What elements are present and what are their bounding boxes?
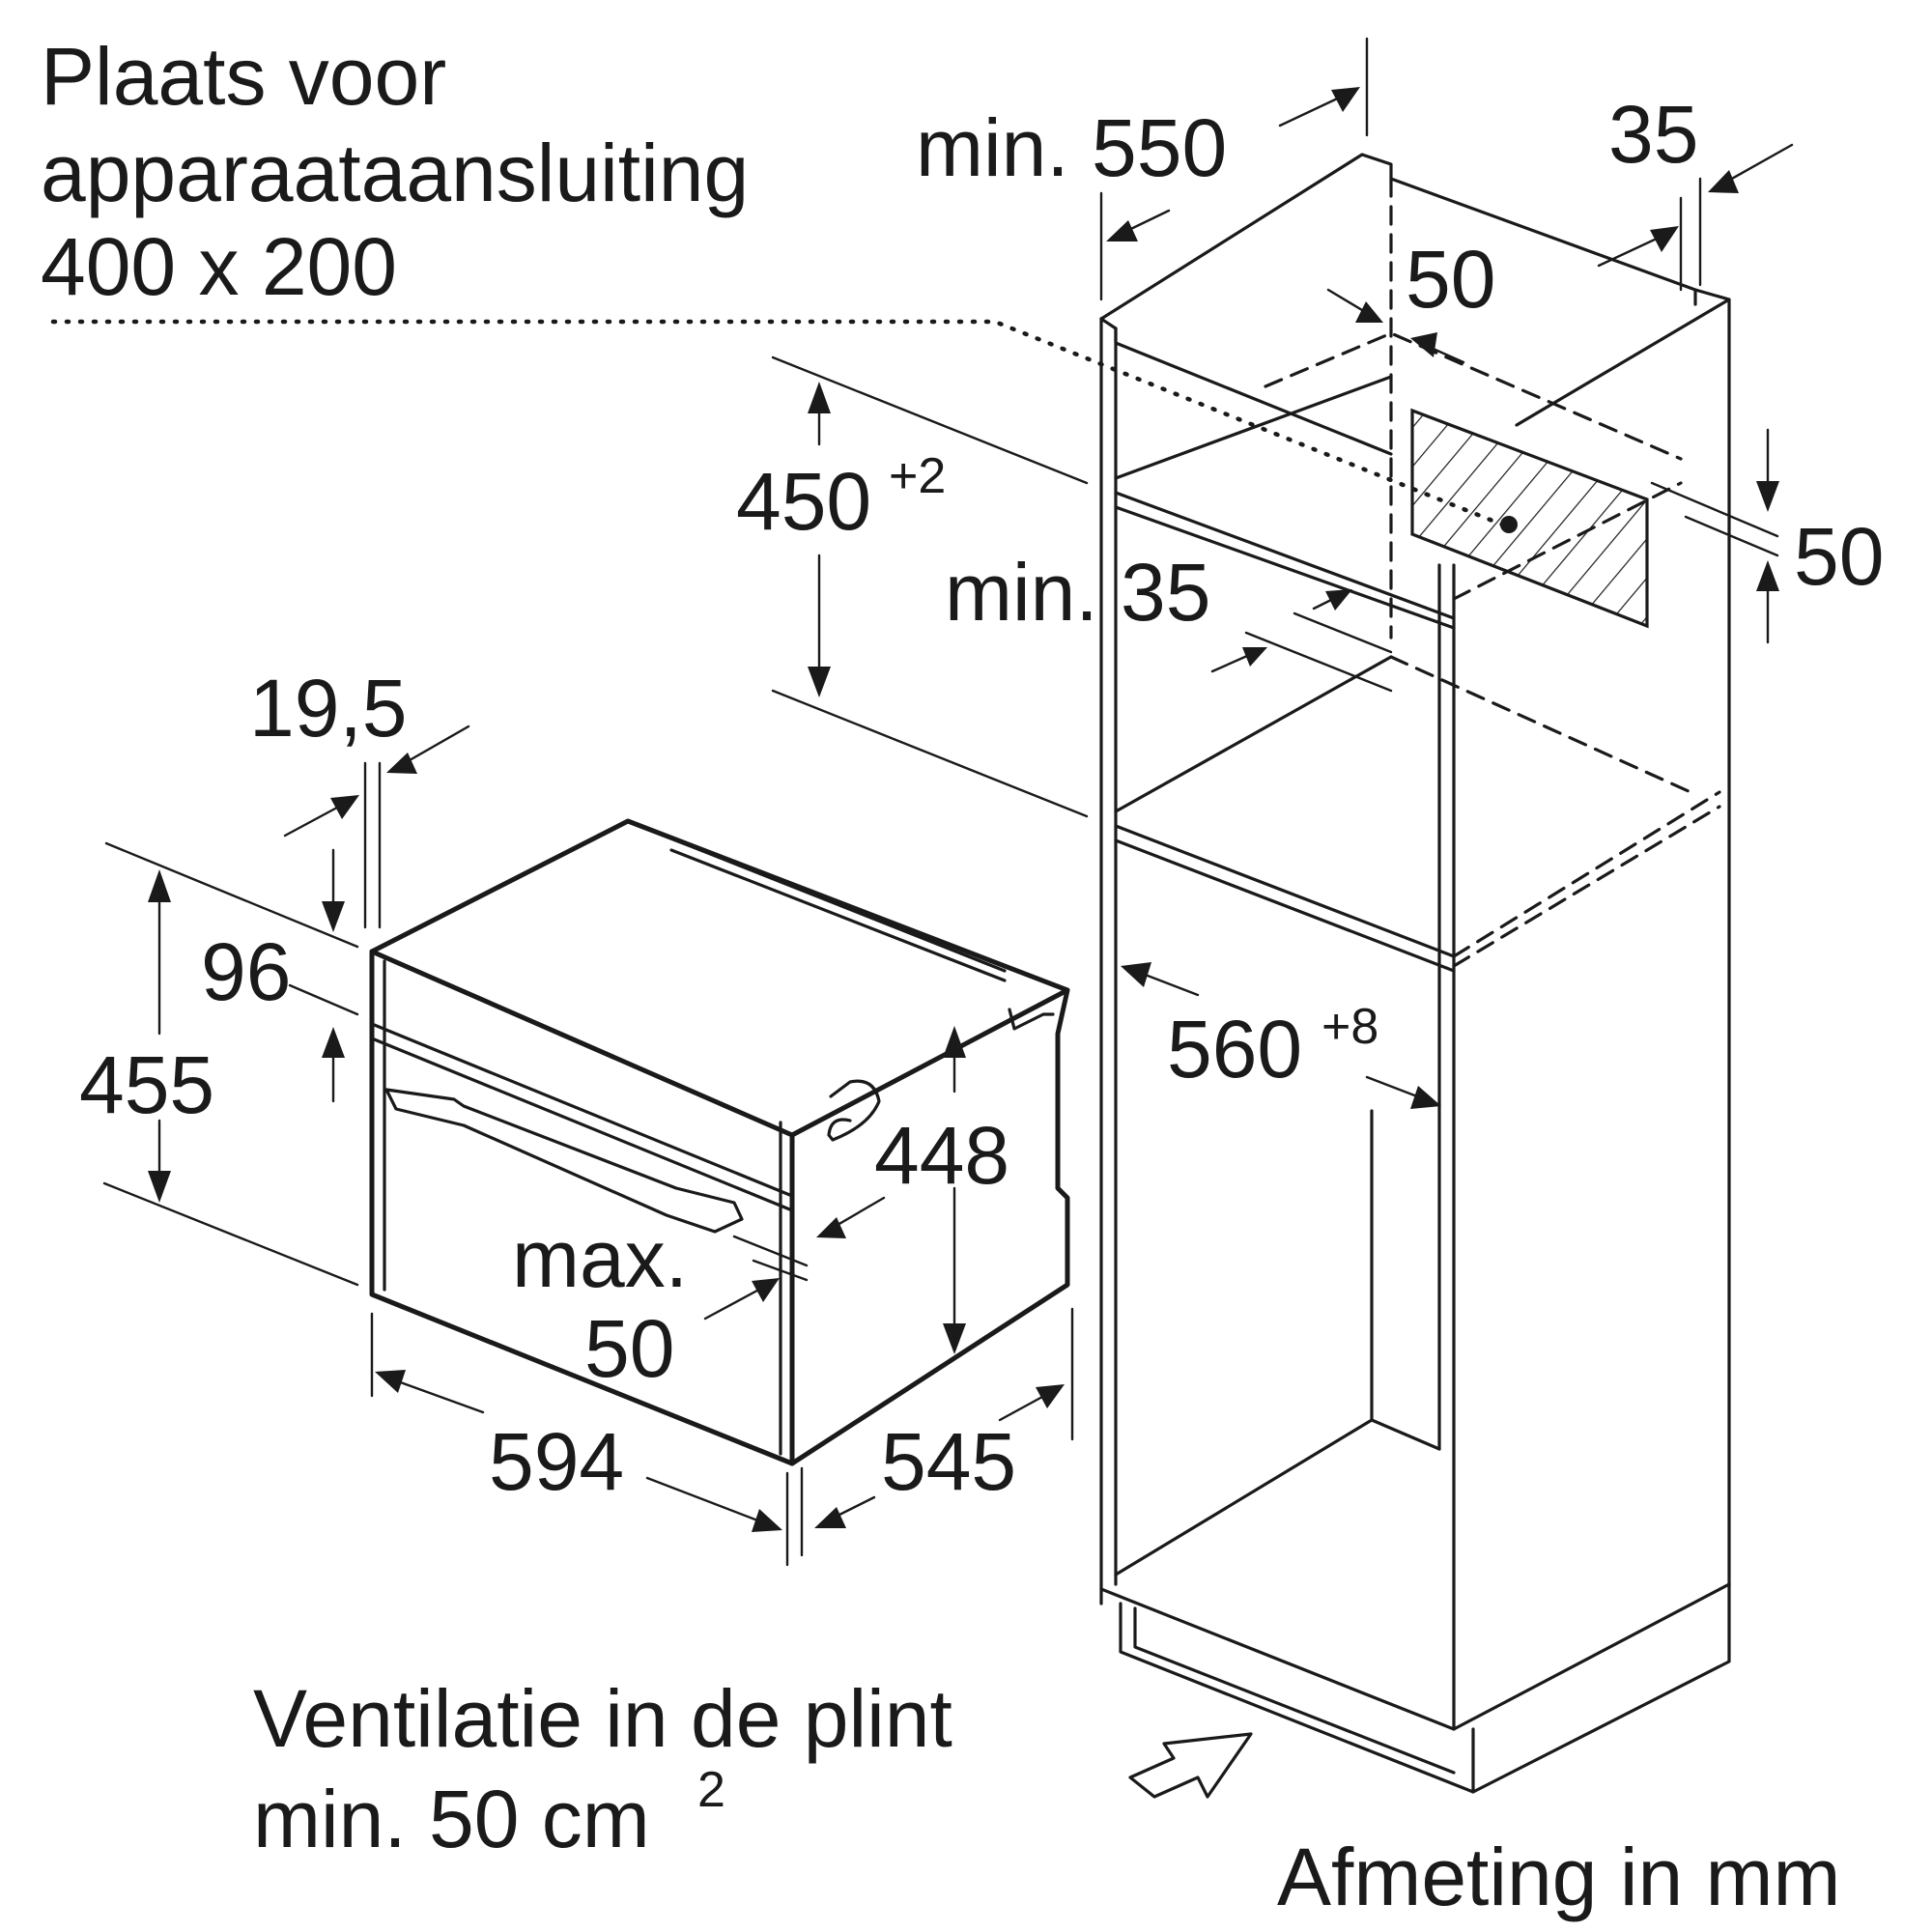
connection-leader (50, 319, 1510, 529)
oven-appliance (369, 818, 1070, 1466)
dim-min-35: min. 35 (945, 547, 1210, 638)
dim-96: 96 (201, 926, 291, 1017)
connection-label-line2: apparaataansluiting (41, 128, 749, 218)
labels: Plaats voor apparaataansluiting 400 x 20… (41, 31, 1884, 1922)
tall-cabinet (1099, 153, 1731, 1794)
dim-450: 450 (736, 456, 871, 547)
plinth (1119, 1602, 1475, 1794)
cabinet-top-right-outline (1099, 153, 1731, 1586)
dim-560: 560 (1167, 1004, 1302, 1094)
ventilation-arrow (1128, 1732, 1253, 1799)
dim-545: 545 (881, 1416, 1016, 1507)
dimension-lines (102, 37, 1794, 1799)
dim-max-label: max. (512, 1213, 688, 1304)
dim-min-550: min. 550 (916, 102, 1227, 193)
dim-450-tolerance: +2 (889, 448, 946, 504)
connection-label-line3: 400 x 200 (41, 221, 397, 312)
dim-455: 455 (79, 1039, 214, 1130)
dim-19-5: 19,5 (249, 663, 408, 753)
connection-label-line1: Plaats voor (41, 31, 446, 122)
dim-50-top: 50 (1406, 234, 1495, 325)
oven-front (369, 949, 795, 1466)
dim-50-right: 50 (1794, 511, 1884, 602)
ventilation-unit-exponent: 2 (697, 1762, 725, 1818)
dim-594: 594 (489, 1416, 624, 1507)
ventilation-label-line1: Ventilatie in de plint (253, 1673, 952, 1764)
dim-max-50: 50 (584, 1303, 674, 1394)
connection-point (1500, 516, 1518, 533)
oven-side (789, 987, 1070, 1466)
connection-area-hatched (1410, 408, 1649, 629)
dim-35-top: 35 (1608, 89, 1698, 180)
units-note: Afmeting in mm (1277, 1832, 1841, 1922)
dim-560-tolerance: +8 (1321, 999, 1378, 1055)
oven-handle (384, 1088, 744, 1234)
ventilation-label-line2: min. 50 cm (253, 1774, 650, 1864)
dim-448: 448 (874, 1110, 1009, 1201)
